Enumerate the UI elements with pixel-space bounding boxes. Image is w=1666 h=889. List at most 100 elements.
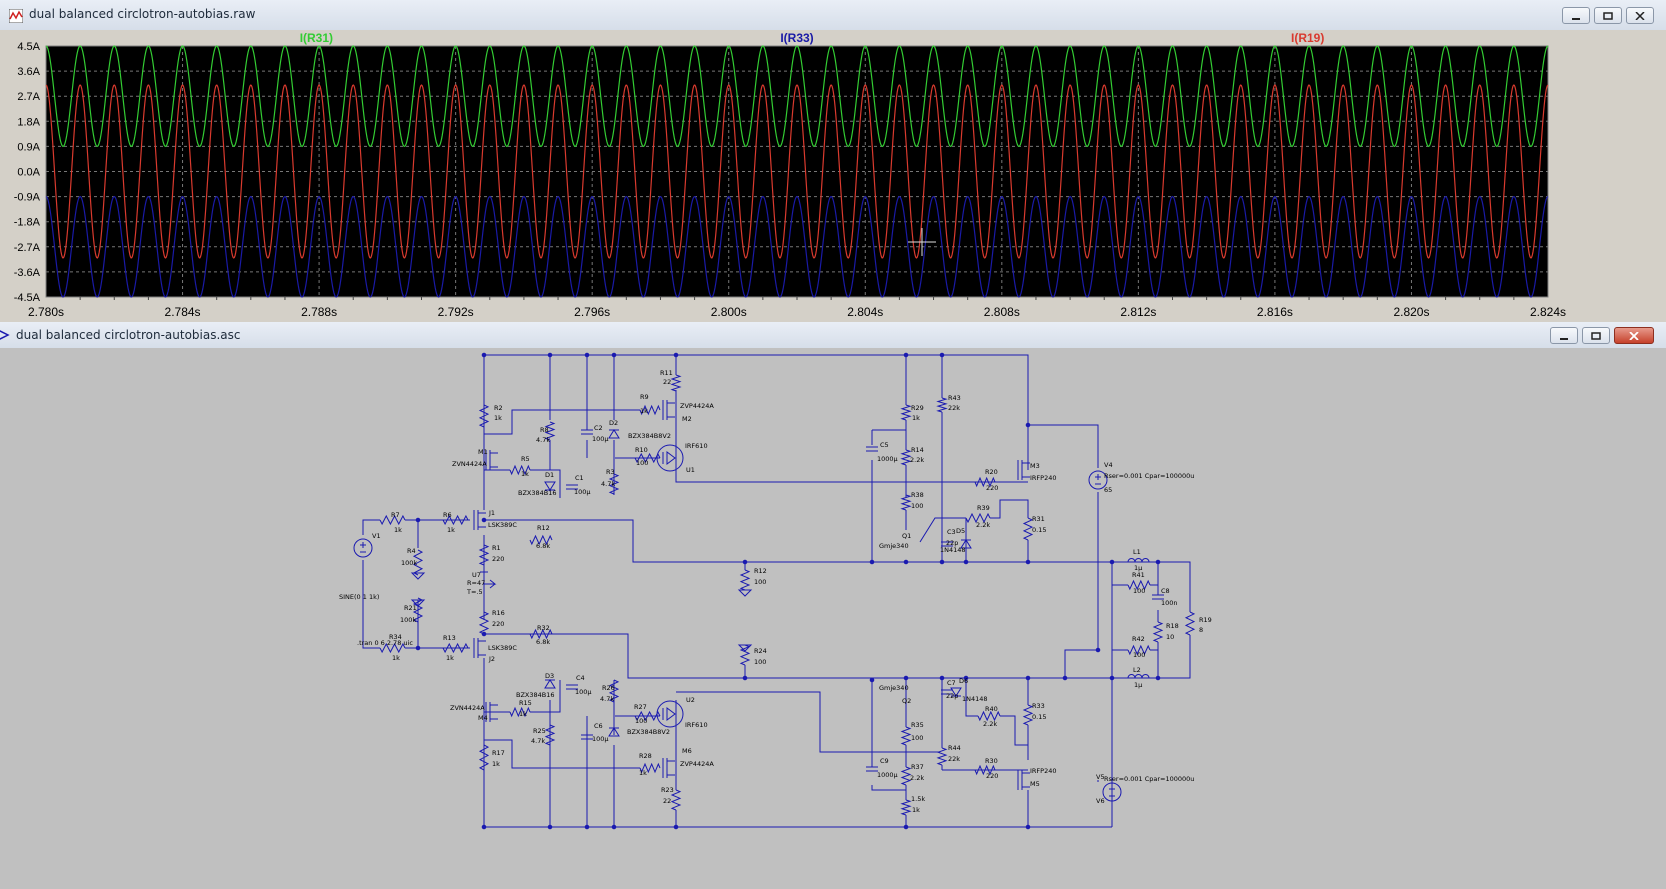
mosfet-icon[interactable]: [485, 702, 498, 722]
component-label: 1.5k: [911, 795, 925, 803]
resistor-icon[interactable]: [739, 644, 751, 666]
capacitor-icon[interactable]: [566, 684, 578, 690]
resistor-icon[interactable]: [936, 747, 948, 766]
resistor-icon[interactable]: [1152, 621, 1164, 643]
diode-icon[interactable]: [960, 539, 972, 549]
resistor-icon[interactable]: [608, 679, 620, 703]
resistor-icon[interactable]: [412, 549, 424, 576]
schematic-labels: R1122R21kR91kZVP4424AM2R84.7kC2100µD2BZX…: [339, 369, 1212, 814]
mosfet-module-icon[interactable]: [656, 444, 684, 472]
resistor-icon[interactable]: [412, 597, 424, 623]
capacitor-icon[interactable]: [866, 446, 878, 452]
resistor-icon[interactable]: [739, 569, 751, 591]
resistor-icon[interactable]: [608, 473, 620, 495]
resistor-icon[interactable]: [974, 764, 996, 776]
resistor-icon[interactable]: [900, 449, 912, 466]
mosfet-icon[interactable]: [485, 450, 498, 470]
resistor-icon[interactable]: [965, 512, 991, 524]
component-label: R44: [948, 744, 961, 752]
resistor-icon[interactable]: [478, 404, 490, 428]
resistor-icon[interactable]: [1184, 611, 1196, 636]
junction-dot: [481, 517, 487, 523]
component-label: C2: [594, 424, 603, 432]
mosfet-icon[interactable]: [473, 638, 486, 658]
resistor-icon[interactable]: [900, 766, 912, 786]
resistor-icon[interactable]: [1127, 644, 1151, 656]
legend-entry[interactable]: I(R31): [300, 31, 333, 45]
resistor-icon[interactable]: [670, 374, 682, 392]
diode-icon[interactable]: [544, 679, 556, 689]
resistor-icon[interactable]: [379, 642, 406, 654]
voltage-source-icon[interactable]: [1102, 782, 1122, 802]
minimize-button[interactable]: [1550, 327, 1578, 344]
mosfet-module-icon[interactable]: [656, 700, 684, 728]
resistor-icon[interactable]: [529, 628, 553, 640]
component-label: R37: [911, 763, 924, 771]
ground-icon: [737, 589, 753, 597]
component-label: BZX384B16: [516, 691, 555, 699]
capacitor-icon[interactable]: [866, 766, 878, 772]
component-label: ZVP4424A: [680, 760, 714, 768]
diode-icon[interactable]: [608, 727, 620, 737]
mosfet-icon[interactable]: [1017, 460, 1030, 480]
mosfet-icon[interactable]: [1017, 770, 1030, 790]
legend-entry[interactable]: I(R19): [1291, 31, 1324, 45]
mosfet-icon[interactable]: [662, 758, 675, 778]
mosfet-icon[interactable]: [662, 400, 675, 420]
resistor-icon[interactable]: [478, 744, 490, 771]
junction-dot: [742, 675, 748, 681]
mosfet-icon[interactable]: [473, 510, 486, 530]
waveform-window[interactable]: dual balanced circlotron-autobias.raw 4.…: [0, 0, 1666, 322]
minimize-button[interactable]: [1562, 7, 1590, 24]
close-button[interactable]: [1614, 327, 1654, 344]
diode-icon[interactable]: [544, 481, 556, 491]
capacitor-icon[interactable]: [581, 734, 593, 740]
maximize-button[interactable]: [1582, 327, 1610, 344]
diode-icon[interactable]: [608, 429, 620, 439]
schematic-window-titlebar[interactable]: dual balanced circlotron-autobias.asc: [0, 322, 1666, 349]
resistor-icon[interactable]: [670, 789, 682, 811]
legend-entry[interactable]: I(R33): [780, 31, 813, 45]
junction-dot: [547, 824, 553, 830]
capacitor-icon[interactable]: [1152, 594, 1164, 600]
voltage-source-icon[interactable]: [353, 538, 373, 558]
resistor-icon[interactable]: [1022, 704, 1034, 726]
resistor-icon[interactable]: [639, 404, 661, 416]
schematic-canvas[interactable]: R1122R21kR91kZVP4424AM2R84.7kC2100µD2BZX…: [0, 348, 1666, 889]
component-label: 1k: [447, 526, 455, 534]
resistor-icon[interactable]: [1022, 517, 1034, 541]
waveform-plot[interactable]: 4.5A3.6A2.7A1.8A0.9A0.0A-0.9A-1.8A-2.7A-…: [0, 30, 1666, 322]
resistor-icon[interactable]: [1127, 579, 1151, 591]
resistor-icon[interactable]: [442, 642, 469, 654]
voltage-source-icon[interactable]: [1088, 470, 1108, 490]
close-button[interactable]: [1626, 7, 1654, 24]
resistor-icon[interactable]: [900, 799, 912, 816]
capacitor-icon[interactable]: [941, 541, 953, 547]
diode-icon[interactable]: [950, 687, 962, 697]
resistor-icon[interactable]: [900, 404, 912, 421]
resistor-icon[interactable]: [478, 544, 490, 566]
resistor-icon[interactable]: [442, 514, 469, 526]
resistor-icon[interactable]: [379, 514, 406, 526]
resistor-icon[interactable]: [977, 710, 1001, 722]
resistor-icon[interactable]: [639, 762, 661, 774]
maximize-button[interactable]: [1594, 7, 1622, 24]
resistor-icon[interactable]: [544, 421, 556, 441]
resistor-icon[interactable]: [900, 726, 912, 746]
resistor-icon[interactable]: [529, 534, 553, 546]
capacitor-icon[interactable]: [581, 429, 593, 435]
capacitor-icon[interactable]: [566, 484, 578, 490]
resistor-icon[interactable]: [544, 724, 556, 746]
inductor-icon[interactable]: [1127, 558, 1150, 563]
inductor-icon[interactable]: [1127, 674, 1150, 679]
resistor-icon[interactable]: [936, 397, 948, 413]
waveform-window-titlebar[interactable]: dual balanced circlotron-autobias.raw: [0, 0, 1666, 31]
resistor-icon[interactable]: [509, 464, 531, 476]
schematic-window[interactable]: dual balanced circlotron-autobias.asc: [0, 322, 1666, 889]
thermal-sensor-icon[interactable]: [480, 571, 497, 595]
resistor-icon[interactable]: [974, 476, 996, 488]
capacitor-icon[interactable]: [941, 689, 953, 695]
resistor-icon[interactable]: [478, 611, 490, 635]
resistor-icon[interactable]: [509, 706, 531, 718]
resistor-icon[interactable]: [900, 494, 912, 511]
